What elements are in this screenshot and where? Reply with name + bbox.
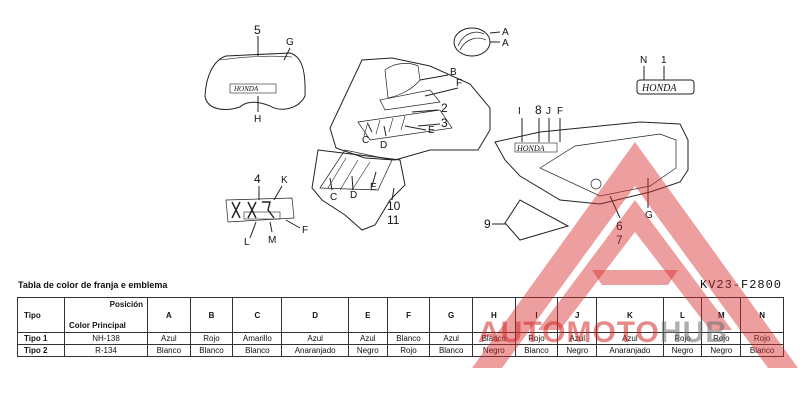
color-table: Tipo Posición Color Principal A B C D E … bbox=[17, 297, 784, 357]
stripe-part-9 bbox=[492, 199, 570, 241]
cell: Blanco bbox=[386, 332, 431, 345]
cell: Negro bbox=[701, 344, 742, 357]
header-pos: G bbox=[429, 297, 473, 333]
row-tipo: Tipo 1 bbox=[17, 332, 65, 345]
side-cover-part bbox=[494, 118, 689, 219]
cell: Azul bbox=[429, 332, 473, 345]
emblem-label-rear: HONDA bbox=[233, 85, 259, 93]
callout-8: 8 bbox=[535, 103, 542, 117]
xr-emblem-part bbox=[225, 185, 301, 239]
cell: Azul bbox=[147, 332, 191, 345]
row-color: NH-138 bbox=[64, 332, 148, 345]
cell: Anaranjado bbox=[596, 344, 664, 357]
callout-e-upper: E bbox=[428, 125, 435, 136]
callout-5: 5 bbox=[254, 23, 261, 37]
cell: Negro bbox=[347, 344, 388, 357]
cell: Blanco bbox=[147, 344, 191, 357]
row-color: R-134 bbox=[64, 344, 148, 357]
callout-c-upper: C bbox=[362, 135, 369, 146]
cell: Blanco bbox=[429, 344, 473, 357]
callout-i-top: 1 bbox=[661, 55, 667, 66]
cell: Azul bbox=[281, 332, 349, 345]
callout-4: 4 bbox=[254, 172, 261, 186]
callout-j: J bbox=[546, 106, 551, 117]
callout-d-upper: D bbox=[380, 140, 387, 151]
header-position-color: Posición Color Principal bbox=[64, 297, 148, 333]
emblem-label-side: HONDA bbox=[641, 83, 677, 94]
callout-6: 6 bbox=[616, 219, 623, 233]
cell: Blanco bbox=[189, 344, 234, 357]
cell: Negro bbox=[557, 344, 598, 357]
watermark-part1: AUTOMOTO bbox=[478, 316, 660, 349]
callout-f-upper: F bbox=[456, 78, 462, 89]
watermark-text: AUTOMOTOHUB bbox=[478, 316, 728, 350]
emblem-label-cover: HONDA bbox=[516, 144, 545, 153]
cell: Rojo bbox=[386, 344, 431, 357]
table-title: Tabla de color de franja e emblema bbox=[18, 280, 168, 290]
diagram-code: KV23-F2800 bbox=[700, 278, 783, 292]
header-pos: D bbox=[281, 297, 349, 333]
callout-i-side: I bbox=[518, 106, 521, 117]
callout-h: H bbox=[254, 114, 261, 125]
cell: Blanco bbox=[232, 344, 283, 357]
front-shroud-lower bbox=[311, 149, 406, 231]
tank-emblem-part bbox=[453, 27, 501, 57]
callout-g-top: G bbox=[286, 37, 294, 48]
callout-f-lower: F bbox=[302, 225, 308, 236]
header-pos: A bbox=[147, 297, 191, 333]
rear-cowl-part bbox=[204, 36, 306, 112]
header-pos: C bbox=[232, 297, 283, 333]
watermark-part2: HUB bbox=[659, 316, 728, 349]
callout-l: L bbox=[244, 237, 250, 248]
header-tipo: Tipo bbox=[17, 297, 65, 333]
callout-e-lower: E bbox=[370, 182, 377, 193]
watermark-logo-icon bbox=[472, 142, 798, 368]
callout-a-2: A bbox=[502, 38, 509, 49]
honda-emblem-part bbox=[636, 66, 695, 95]
callout-a-1: A bbox=[502, 27, 509, 38]
callout-9: 9 bbox=[484, 217, 491, 231]
callout-11: 11 bbox=[387, 213, 400, 227]
header-pos: I bbox=[514, 297, 559, 333]
header-color: Color Principal bbox=[69, 321, 126, 330]
cell: Blanco bbox=[740, 344, 784, 357]
header-position: Posición bbox=[109, 300, 143, 309]
table-row: Tipo 1 NH-138 Azul Rojo Amarillo Azul Az… bbox=[17, 332, 784, 345]
cell: Amarillo bbox=[232, 332, 283, 345]
cell: Rojo bbox=[189, 332, 234, 345]
header-pos: N bbox=[740, 297, 784, 333]
callout-b: B bbox=[450, 67, 457, 78]
header-pos: F bbox=[386, 297, 431, 333]
callout-m: M bbox=[268, 235, 276, 246]
row-tipo: Tipo 2 bbox=[17, 344, 65, 357]
front-shroud-upper bbox=[329, 57, 491, 161]
cell: Anaranjado bbox=[281, 344, 349, 357]
callout-2: 2 bbox=[441, 101, 448, 115]
callout-7: 7 bbox=[616, 233, 623, 247]
callout-g-side: G bbox=[645, 210, 653, 221]
callout-d-lower: D bbox=[350, 190, 357, 201]
cell: Azul bbox=[347, 332, 388, 345]
parts-diagram: 5 G H HONDA 2 3 B F E C D bbox=[204, 23, 695, 248]
cell: Negro bbox=[472, 344, 516, 357]
header-pos: B bbox=[189, 297, 234, 333]
callout-f-side: F bbox=[557, 106, 563, 117]
header-pos: K bbox=[596, 297, 664, 333]
callout-c-lower: C bbox=[330, 192, 337, 203]
callout-k: K bbox=[281, 175, 288, 186]
callout-3: 3 bbox=[441, 116, 448, 130]
header-pos: E bbox=[347, 297, 388, 333]
callout-10: 10 bbox=[387, 199, 401, 213]
callout-n: N bbox=[640, 55, 647, 66]
table-row: Tipo 2 R-134 Blanco Blanco Blanco Anaran… bbox=[17, 344, 784, 357]
